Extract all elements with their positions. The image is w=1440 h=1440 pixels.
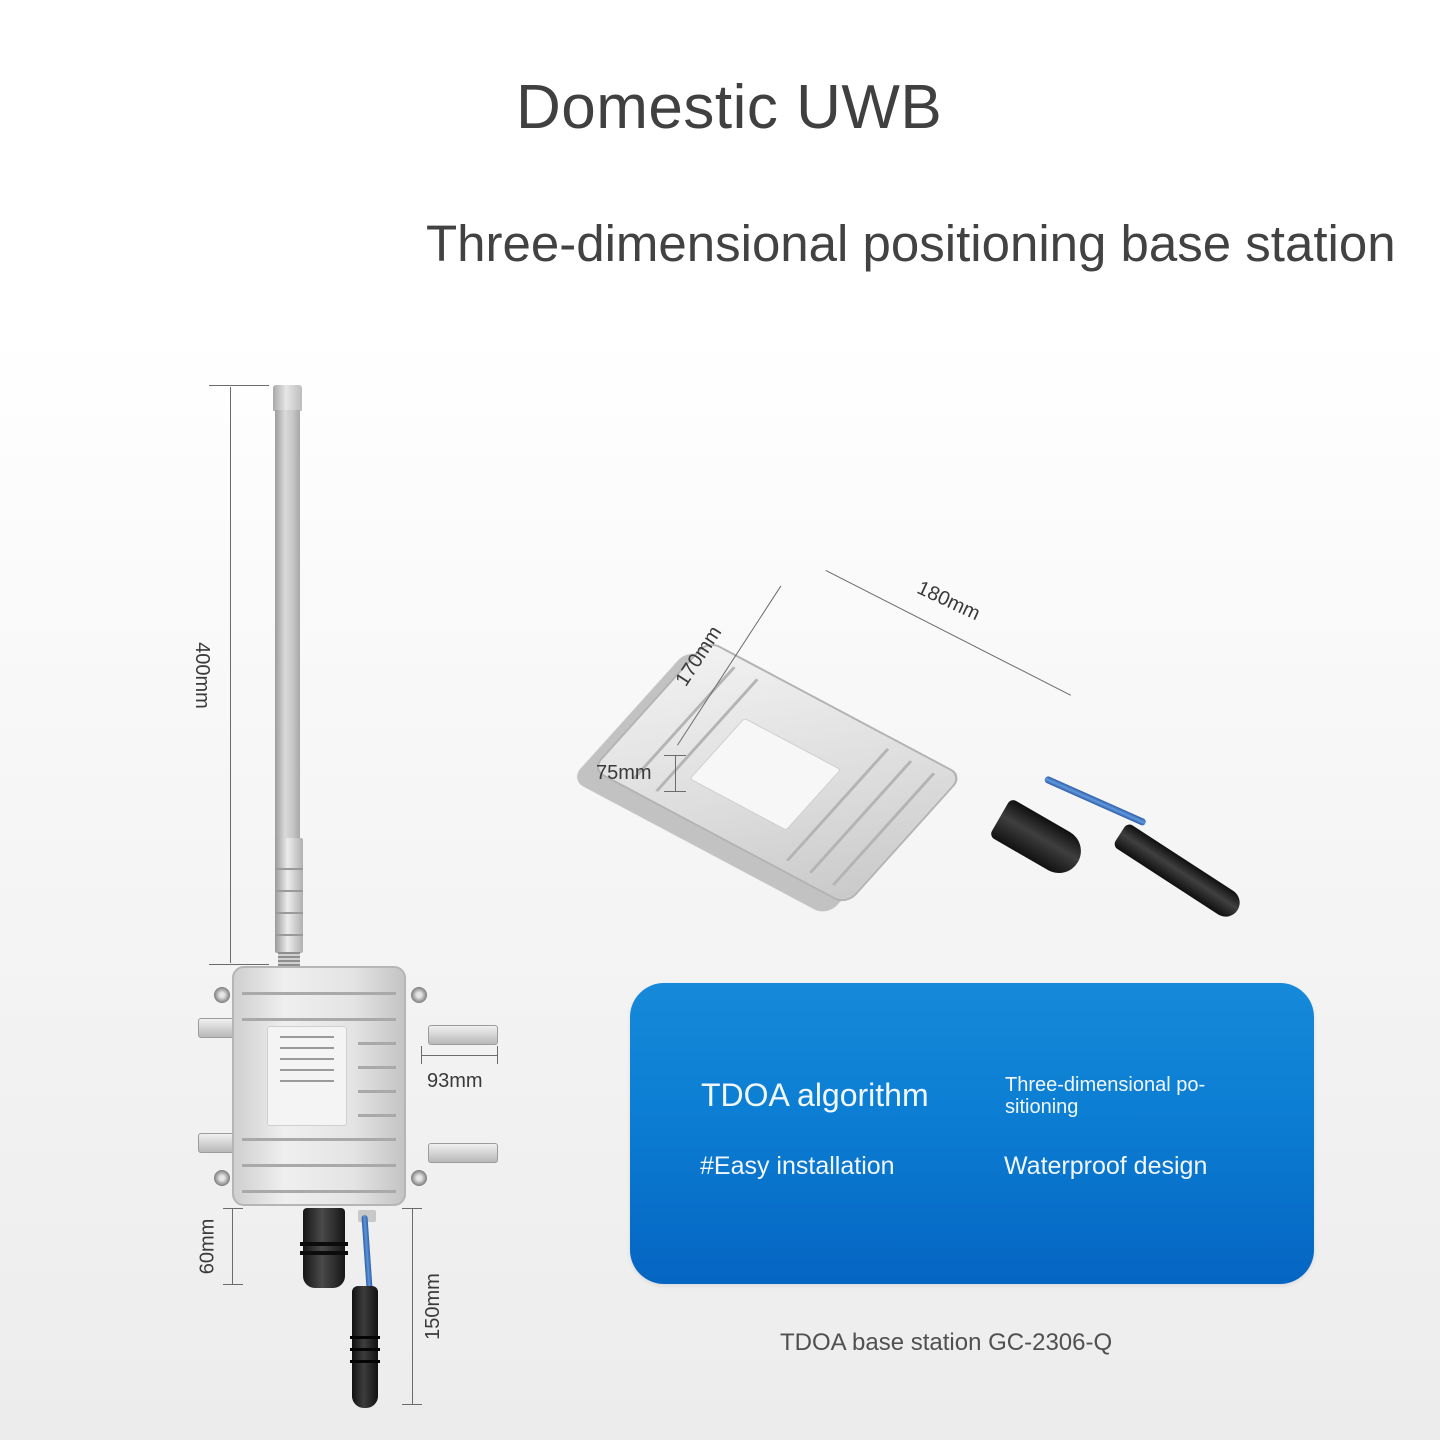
antenna-connector	[278, 952, 300, 968]
dimension-label-height: 75mm	[596, 762, 652, 784]
dimension-label-length: 180mm	[913, 576, 984, 626]
enclosure-label-plate	[689, 717, 842, 831]
screw-icon	[214, 987, 230, 1003]
network-cable	[1043, 775, 1147, 827]
dimension-line-antenna-bottom-tick	[209, 964, 269, 965]
dimension-line-gland	[232, 1208, 233, 1284]
screw-icon	[214, 1170, 230, 1186]
dimension-label-gland: 60mm	[196, 1218, 219, 1275]
feature-card: TDOA algorithm Three-dimensional po-siti…	[630, 983, 1314, 1284]
network-cable	[361, 1214, 373, 1291]
page-subtitle: Three-dimensional positioning base stati…	[426, 215, 1396, 272]
feature-waterproof-design: Waterproof design	[1004, 1152, 1208, 1180]
screw-icon	[411, 1170, 427, 1186]
dimension-tick	[497, 1046, 498, 1064]
dimension-tick	[223, 1208, 243, 1209]
screw-icon	[411, 987, 427, 1003]
mount-bracket-right-top	[428, 1025, 498, 1045]
dimension-tick	[223, 1284, 243, 1285]
waterproof-plug	[350, 1286, 380, 1408]
dimension-tick	[664, 791, 686, 792]
antenna-rod	[275, 410, 300, 840]
feature-easy-installation: #Easy installation	[700, 1152, 895, 1180]
antenna-base	[275, 838, 303, 953]
dimension-line-bracket	[422, 1055, 498, 1056]
dimension-line-cable	[412, 1208, 413, 1404]
antenna-cap	[273, 385, 302, 411]
cable-gland	[989, 797, 1089, 882]
enclosure-label-plate	[267, 1026, 347, 1126]
feature-tdoa-algorithm: TDOA algorithm	[701, 1077, 929, 1113]
feature-3d-positioning: Three-dimensional po-sitioning	[1005, 1074, 1206, 1118]
dimension-label-cable: 150mm	[421, 1273, 444, 1340]
waterproof-plug	[1112, 822, 1246, 922]
cable-gland	[300, 1208, 348, 1288]
mount-bracket-right-bottom	[428, 1143, 498, 1163]
dimension-line-antenna	[230, 387, 231, 963]
page-title: Domestic UWB	[516, 73, 943, 142]
dimension-label-antenna: 400mm	[190, 642, 213, 709]
dimension-line-height	[675, 755, 676, 791]
dimension-line-antenna-top-tick	[209, 385, 269, 386]
product-caption: TDOA base station GC-2306-Q	[780, 1329, 1113, 1356]
dimension-tick	[421, 1046, 422, 1064]
enclosure-front	[232, 966, 406, 1206]
dimension-label-bracket: 93mm	[427, 1070, 483, 1092]
dimension-tick	[402, 1404, 422, 1405]
